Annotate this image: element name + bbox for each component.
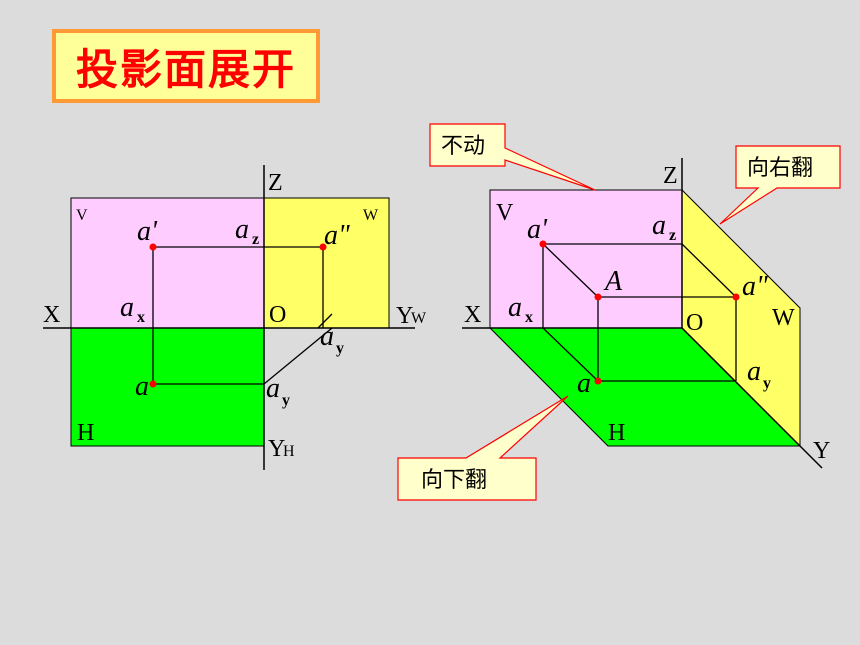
left-point-a-v (149, 243, 157, 251)
left-label-a-v: a' (137, 216, 158, 247)
right-label-a-v: a' (527, 214, 548, 245)
left-point-a-w (319, 243, 327, 251)
left-label-ay-w-sub: y (336, 340, 344, 357)
right-axis-y (681, 327, 823, 469)
left-label-a-h: a (135, 371, 149, 402)
left-w-plane (263, 197, 390, 329)
left-label-a-w: a" (324, 220, 350, 251)
callout-fixed: 不动 (429, 123, 596, 191)
right-label-origin: O (686, 310, 703, 336)
right-label-ax-sub: x (525, 309, 533, 326)
callout-fixed-shape (429, 123, 596, 191)
right-point-A (594, 293, 602, 301)
right-point-a-w (732, 293, 740, 301)
right-point-a-v (539, 240, 547, 248)
right-label-a-w: a" (742, 271, 768, 302)
right-label-a-h: a (577, 368, 591, 399)
page-title: 投影面展开 (75, 44, 296, 94)
left-diagram: V W H X Z O Y W Y H a' a" a a x a z a y … (43, 165, 427, 470)
callout-rotate-right-shape (719, 145, 841, 225)
callout-fixed-text: 不动 (441, 134, 485, 159)
left-label-w: W (363, 207, 379, 224)
left-label-yh: Y (268, 436, 285, 462)
left-label-z: Z (268, 170, 283, 196)
left-transfer-line (263, 327, 333, 385)
callout-rotate-down-shape (397, 395, 569, 501)
right-label-ax: a (508, 292, 522, 323)
left-point-a-h (149, 380, 157, 388)
left-label-az-sub: z (252, 231, 259, 248)
callout-rotate-right-text: 向右翻 (747, 156, 813, 181)
callout-rotate-down: 向下翻 (397, 395, 569, 501)
title-box: 投影面展开 (52, 29, 320, 103)
right-point-a-h (594, 377, 602, 385)
right-label-z: Z (663, 163, 678, 189)
left-label-ax: a (120, 292, 134, 323)
left-h-plane (70, 327, 265, 447)
right-diagram: V W H X Z Y O a' A a" a a x a z a y (462, 158, 830, 469)
left-label-h: H (77, 420, 94, 446)
left-label-az: a (235, 214, 249, 245)
left-label-v: V (76, 207, 88, 224)
right-label-ay: a (747, 356, 761, 387)
left-label-yh-sub: H (283, 443, 295, 460)
left-label-yw: Y (396, 303, 413, 329)
left-label-ay-w: a (320, 321, 334, 352)
left-label-ay-h-sub: y (282, 392, 290, 409)
left-label-ay-h: a (266, 373, 280, 404)
right-proj-v-to-a (542, 243, 599, 298)
right-proj-az-to-w (681, 243, 737, 298)
right-label-ay-sub: y (763, 375, 771, 392)
left-v-plane (70, 197, 265, 329)
left-label-origin: O (269, 302, 286, 328)
right-label-w: W (772, 305, 795, 331)
right-label-h: H (608, 420, 625, 446)
right-label-v: V (496, 200, 514, 226)
callout-rotate-down-text: 向下翻 (421, 468, 487, 493)
callout-rotate-right: 向右翻 (719, 145, 841, 225)
left-transfer-tick (317, 313, 333, 329)
right-proj-h-diagonal (542, 327, 599, 382)
right-label-A: A (603, 266, 623, 297)
right-label-x: X (464, 302, 481, 328)
left-label-ax-sub: x (137, 309, 145, 326)
left-label-x: X (43, 302, 60, 328)
right-label-az: a (652, 210, 666, 241)
right-label-y: Y (813, 438, 830, 464)
left-label-yw-sub: W (411, 310, 427, 327)
right-label-az-sub: z (669, 227, 676, 244)
